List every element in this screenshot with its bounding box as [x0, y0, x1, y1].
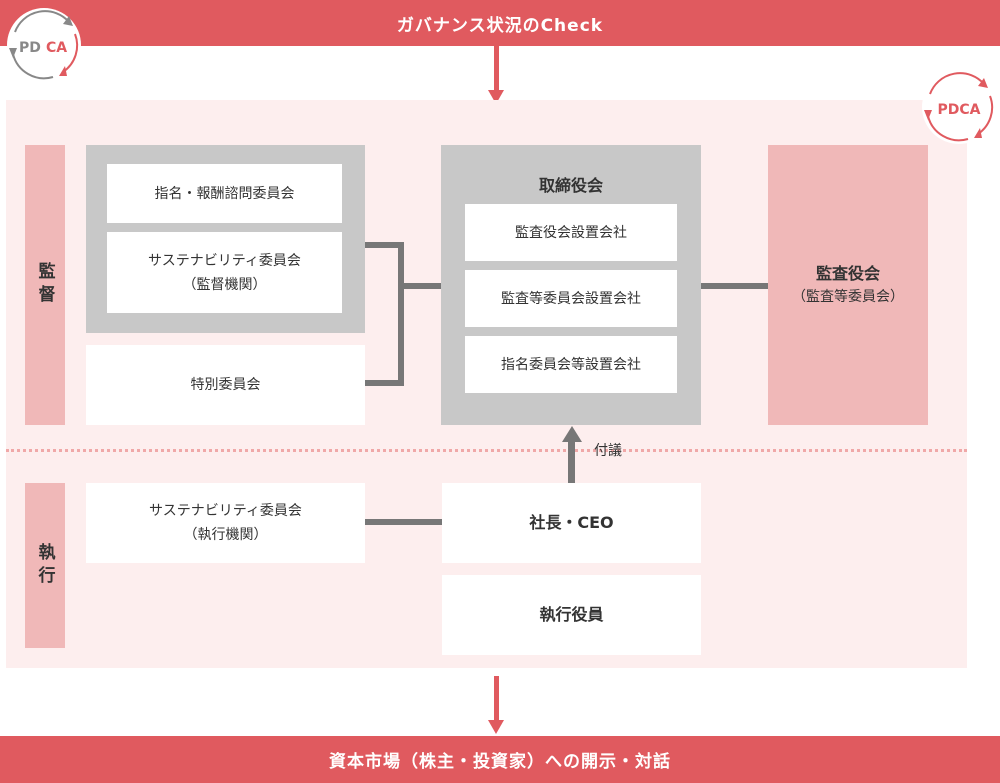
nomination-committee-label: 指名・報酬諮問委員会 [154, 185, 295, 202]
pdca-cycle-icon: PDCA [922, 70, 996, 144]
ceo-box: 社長・CEO [442, 483, 701, 563]
connector-line [365, 519, 442, 525]
special-committee-box: 特別委員会 [86, 345, 365, 425]
pdca-cycle-icon: PD CA [7, 8, 81, 82]
audit-board-box: 監査役会 （監査等委員会） [768, 145, 928, 425]
audit-board-subtitle: （監査等委員会） [792, 289, 904, 305]
audit-board-title: 監査役会 [815, 264, 880, 283]
execution-label-box: 執行 [25, 483, 65, 648]
board-type-label: 監査等委員会設置会社 [501, 290, 641, 307]
board-title: 取締役会 [441, 172, 701, 196]
board-type-box: 監査等委員会設置会社 [465, 270, 677, 327]
section-divider [6, 449, 967, 452]
pdca-ca-text: CA [46, 40, 67, 56]
ceo-label: 社長・CEO [529, 513, 614, 532]
special-committee-label: 特別委員会 [190, 377, 261, 393]
nomination-committee-box: 指名・報酬諮問委員会 [107, 164, 342, 223]
sustainability-supervision-line1: サステナビリティ委員会 [148, 252, 301, 269]
board-type-box: 監査役会設置会社 [465, 204, 677, 261]
footer-title: 資本市場（株主・投資家）への開示・対話 [329, 752, 671, 772]
connector-line [398, 242, 404, 386]
board-type-box: 指名委員会等設置会社 [465, 336, 677, 393]
pdca-text: PDCA [938, 102, 981, 118]
pdca-badge-top-left: PD CA [3, 4, 85, 86]
proposal-arrow-head [562, 426, 582, 442]
connector-line [365, 380, 404, 386]
pdca-badge-top-right: PDCA [918, 66, 1000, 148]
proposal-label: 付議 [594, 443, 622, 459]
arrow-shaft-top [494, 46, 499, 92]
sustainability-supervision-box: サステナビリティ委員会 （監督機関） [107, 232, 342, 313]
proposal-arrow-shaft [568, 438, 575, 484]
board-type-label: 監査役会設置会社 [515, 224, 627, 241]
pdca-pd-text: PD [19, 40, 41, 56]
sustainability-execution-line2: （執行機関） [183, 527, 268, 543]
executive-officers-box: 執行役員 [442, 575, 701, 655]
header-bar: ガバナンス状況のCheck [0, 0, 1000, 46]
board-type-label: 指名委員会等設置会社 [501, 356, 641, 373]
footer-bar: 資本市場（株主・投資家）への開示・対話 [0, 736, 1000, 783]
execution-label: 執行 [34, 542, 55, 589]
connector-line [404, 283, 441, 289]
sustainability-execution-line1: サステナビリティ委員会 [149, 503, 302, 519]
supervision-label: 監督 [34, 262, 55, 308]
header-title: ガバナンス状況のCheck [396, 15, 604, 36]
connector-line [365, 242, 404, 248]
supervision-label-box: 監督 [25, 145, 65, 425]
sustainability-supervision-line2: （監督機関） [182, 276, 267, 293]
connector-line [701, 283, 768, 289]
arrow-head-bottom [488, 720, 504, 734]
sustainability-execution-box: サステナビリティ委員会 （執行機関） [86, 483, 365, 563]
executive-officers-label: 執行役員 [539, 605, 604, 624]
board-title-text: 取締役会 [538, 176, 603, 195]
arrow-shaft-bottom [494, 676, 499, 722]
